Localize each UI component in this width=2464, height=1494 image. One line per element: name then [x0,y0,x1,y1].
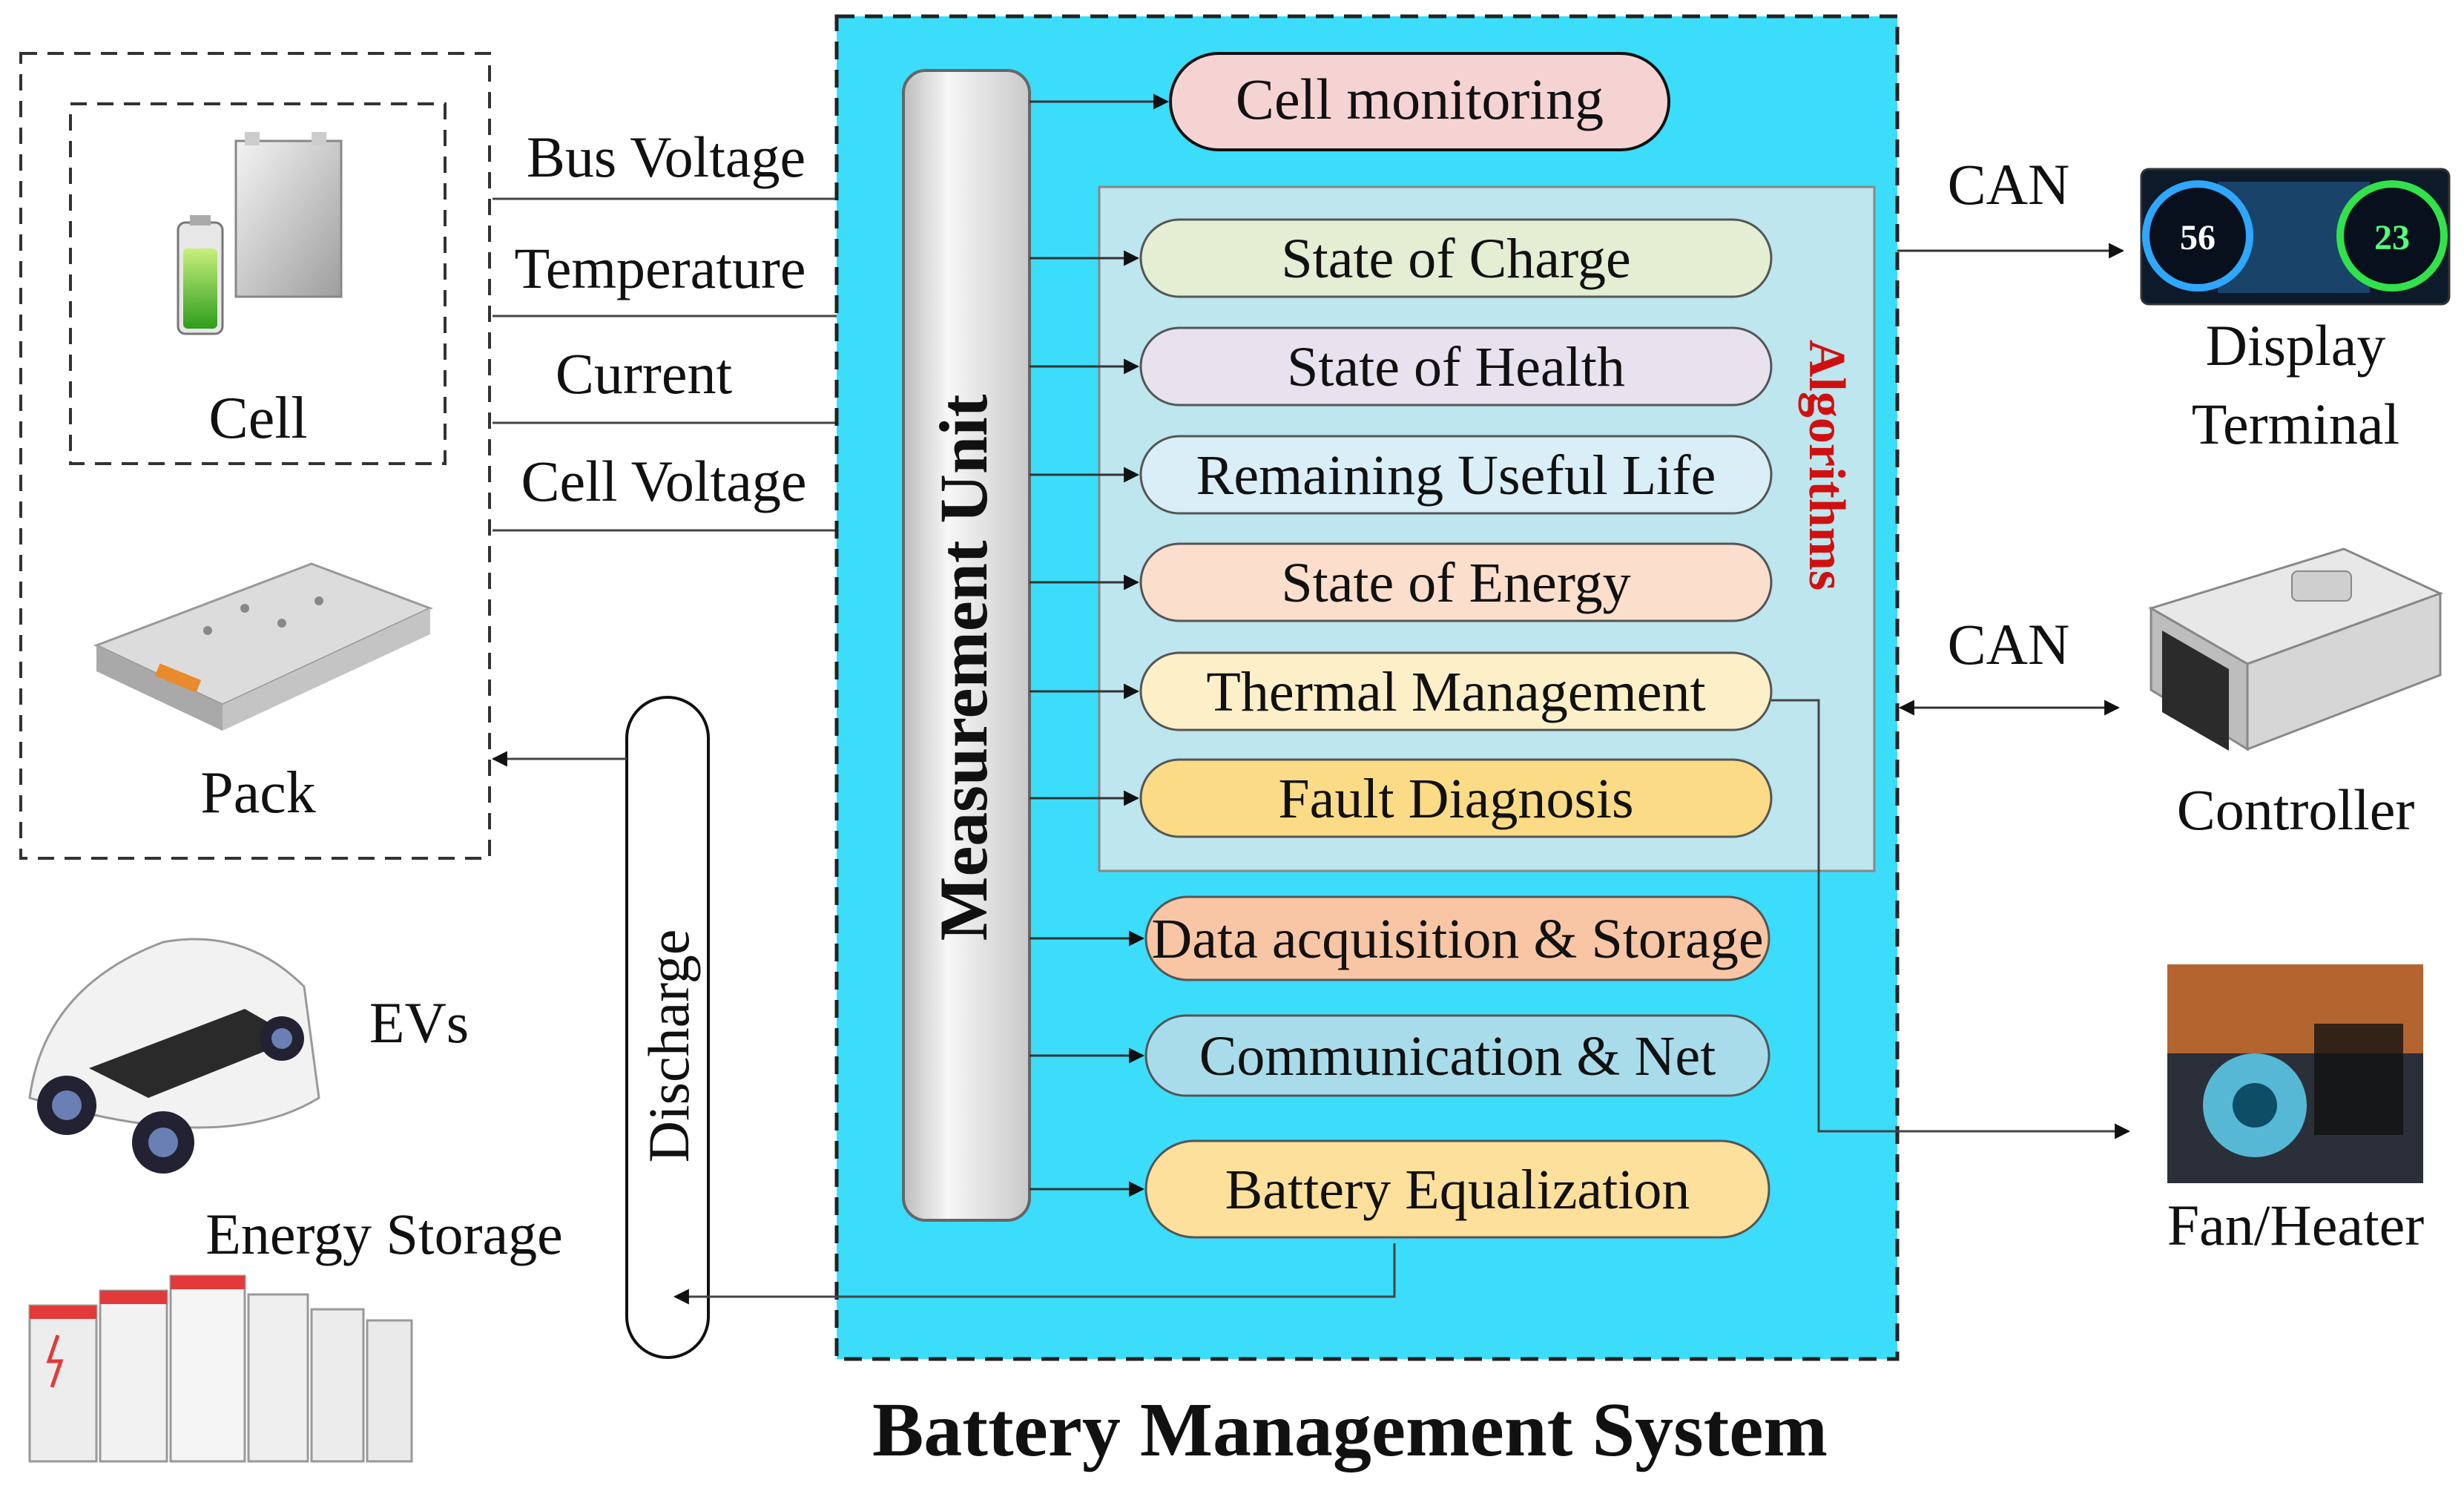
bms-bottom-modules: Data acquisition & StorageCommunication … [1030,895,1770,1239]
state-of-health-label: State of Health [1287,336,1625,398]
remaining-useful-life-label: Remaining Useful Life [1196,444,1716,507]
battery-equalization-label: Battery Equalization [1225,1159,1690,1221]
pack-label: Pack [200,760,316,826]
controller-label: Controller [2177,777,2415,842]
display-label-line2: Terminal [2192,392,2399,456]
discharge-path [625,696,710,1359]
controller-icon [2148,547,2443,751]
fan-heater-label: Fan/Heater [2167,1193,2425,1257]
measurement-unit [902,69,1031,1222]
can-mid-label: CAN [1948,612,2070,677]
battery-source-frame [19,52,491,860]
cell-label: Cell [208,386,307,451]
cell-monitoring-label: Cell monitoring [1236,67,1604,131]
pack-icon [93,562,433,731]
cell-frame [69,102,447,465]
ev-icon [28,938,320,1174]
energy-storage-label: Energy Storage [205,1202,563,1266]
cell-icon [177,132,343,335]
signal-cell-voltage: Cell Voltage [521,449,807,513]
fault-diagnosis-module [1139,758,1773,838]
cell-monitoring-module [1169,52,1670,151]
measurement-unit-label: Measurement Unit [926,394,1001,941]
fault-diagnosis-label: Fault Diagnosis [1278,768,1633,830]
communication-and-net-module [1144,1014,1770,1097]
display-left-value: 56 [2180,218,2216,257]
state-of-energy-module [1139,542,1773,622]
thermal-management-label: Thermal Management [1206,661,1705,723]
state-of-charge-label: State of Charge [1281,228,1630,290]
algorithms-label: Algorithms [1798,340,1855,590]
battery-equalization-module [1144,1139,1770,1239]
evs-label: EVs [369,990,469,1055]
algorithms-panel [1098,185,1876,872]
state-of-health-module [1139,326,1773,407]
can-top-label: CAN [1948,152,2070,217]
signal-current: Current [556,341,733,406]
equalization-to-discharge-arrow [673,1243,1396,1305]
display-right-value: 23 [2374,218,2410,257]
communication-and-net-label: Communication & Net [1199,1025,1716,1087]
remaining-useful-life-module [1139,435,1773,515]
state-of-energy-label: State of Energy [1281,552,1630,614]
data-acquisition-and-storage-module [1144,895,1770,981]
diagram-title: Battery Management System [872,1387,1828,1472]
signal-bus-voltage: Bus Voltage [527,125,806,189]
signal-lines [493,191,903,539]
display-label-line1: Display [2206,313,2386,378]
display-terminal-icon [2140,168,2451,306]
state-of-charge-module [1139,218,1773,298]
data-acquisition-and-storage-label: Data acquisition & Storage [1151,908,1763,970]
discharge-label: Discharge [636,929,701,1163]
energy-storage-icon [28,1274,413,1463]
fan-heater-icon [2167,964,2423,1183]
thermal-management-module [1139,651,1773,731]
thermal-to-fan-arrow [1771,699,2131,1139]
signal-temperature: Temperature [515,236,806,300]
